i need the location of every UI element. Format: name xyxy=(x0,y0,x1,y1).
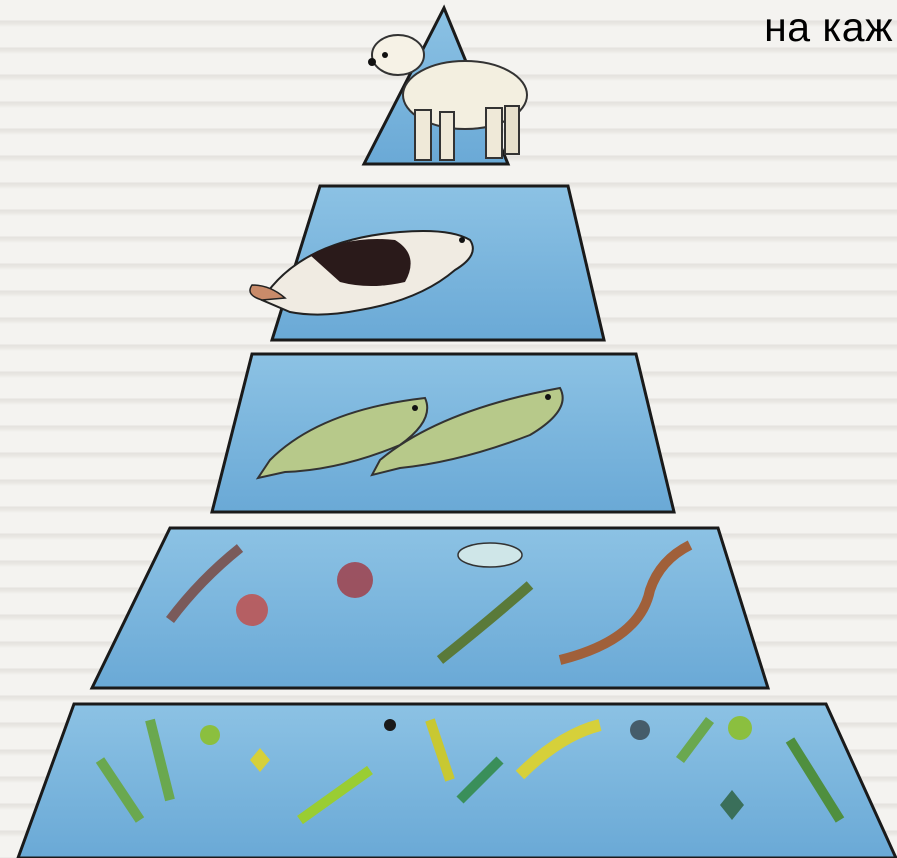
tier-phytoplankton xyxy=(18,704,896,858)
tier-fish xyxy=(212,354,674,512)
tier-zooplankton xyxy=(92,528,768,688)
tier-seal xyxy=(250,186,604,340)
tier-polar-bear xyxy=(364,8,527,164)
